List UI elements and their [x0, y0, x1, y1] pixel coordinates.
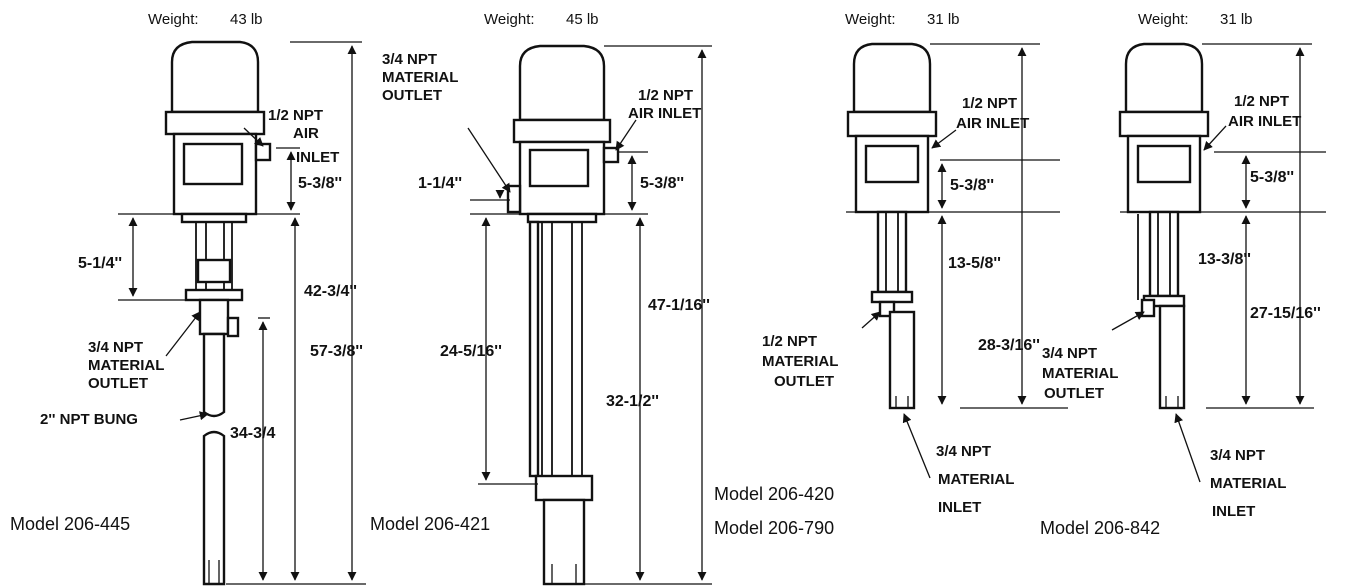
dim-13-3-8: 13-3/8'': [1198, 251, 1251, 268]
material-outlet-line2: MATERIAL: [1042, 365, 1118, 382]
dim-5-3-8: 5-3/8'': [298, 175, 342, 192]
nameplate: [182, 142, 244, 186]
dim-57-3-8: 57-3/8'': [310, 343, 363, 360]
air-inlet-line1: 1/2 NPT: [1234, 93, 1289, 110]
air-motor-cap: [518, 44, 606, 122]
nameplate: [864, 144, 920, 184]
motor-collar: [1118, 110, 1210, 138]
intake-tube-lower: [202, 430, 226, 586]
weight-value: 31 lb: [1220, 11, 1253, 28]
air-inlet-line1: 1/2 NPT: [268, 107, 323, 124]
coupler: [196, 258, 232, 284]
lower-housing: [534, 474, 594, 502]
air-motor-cap: [1124, 42, 1204, 114]
material-outlet-line3: OUTLET: [382, 87, 442, 104]
dim-28-3-16: 28-3/16'': [978, 337, 1040, 354]
air-inlet-line2: AIR INLET: [956, 115, 1029, 132]
dim-32-1-2: 32-1/2'': [606, 393, 659, 410]
model-label: Model 206-445: [10, 514, 130, 534]
air-motor-cap: [170, 40, 260, 114]
bung-label: 2'' NPT BUNG: [40, 411, 138, 428]
motor-housing: [854, 134, 930, 214]
weight-label: Weight:: [1138, 11, 1189, 28]
material-outlet-line1: 1/2 NPT: [762, 333, 817, 350]
motor-housing: [172, 132, 258, 216]
pump-column: [876, 210, 908, 294]
dim-5-3-8: 5-3/8'': [950, 177, 994, 194]
dim-24-5-16: 24-5/16'': [440, 343, 502, 360]
air-inlet-line2: AIR INLET: [1228, 113, 1301, 130]
material-outlet-line3: OUTLET: [1044, 385, 1104, 402]
model-label: Model 206-421: [370, 514, 490, 534]
pump-206-421: Weight: 45 lb 3/4 NPT MATERIAL: [370, 11, 712, 586]
dim-5-1-4: 5-1/4'': [78, 255, 122, 272]
dim-1-1-4: 1-1/4'': [418, 175, 462, 192]
air-inlet-fitting: [254, 142, 272, 162]
pump-206-445: Weight: 43 lb: [10, 11, 366, 586]
material-outlet-line3: OUTLET: [774, 373, 834, 390]
air-motor-cap: [852, 42, 932, 114]
material-inlet-line2: MATERIAL: [938, 471, 1014, 488]
motor-collar: [164, 110, 266, 136]
air-inlet-line1: 1/2 NPT: [962, 95, 1017, 112]
nameplate: [528, 148, 590, 188]
material-inlet-line2: MATERIAL: [1210, 475, 1286, 492]
material-inlet-line1: 3/4 NPT: [1210, 447, 1265, 464]
lower-plate: [184, 288, 244, 302]
dim-47-1-16: 47-1/16'': [648, 297, 710, 314]
model-label-2: Model 206-790: [714, 518, 834, 538]
motor-collar: [512, 118, 612, 144]
weight-label: Weight:: [845, 11, 896, 28]
air-inlet-line3: INLET: [296, 149, 339, 166]
weight-label: Weight:: [148, 11, 199, 28]
air-inlet-line2: AIR INLET: [628, 105, 701, 122]
intake-tube-upper: [202, 332, 226, 418]
outlet-pipe: [528, 220, 540, 478]
material-outlet-line1: 3/4 NPT: [1042, 345, 1097, 362]
material-outlet-line1: 3/4 NPT: [382, 51, 437, 68]
intake-tube: [1158, 304, 1186, 410]
material-outlet-fitting: [506, 184, 522, 214]
weight-value: 43 lb: [230, 11, 263, 28]
nameplate: [1136, 144, 1192, 184]
air-inlet-line2: AIR: [293, 125, 319, 142]
bung-adapter: [198, 298, 230, 336]
material-inlet-line3: INLET: [938, 499, 981, 516]
dim-27-15-16: 27-15/16'': [1250, 305, 1321, 322]
air-inlet-line1: 1/2 NPT: [638, 87, 693, 104]
model-label: Model 206-842: [1040, 518, 1160, 538]
weight-value: 31 lb: [927, 11, 960, 28]
dim-13-5-8: 13-5/8'': [948, 255, 1001, 272]
motor-housing: [518, 140, 606, 216]
material-outlet-line3: OUTLET: [88, 375, 148, 392]
material-inlet-line3: INLET: [1212, 503, 1255, 520]
pump-206-420-206-790: Weight: 31 lb 1/2 NPT AIR INLET 5-3/8'' …: [714, 11, 1068, 538]
dim-42-3-4: 42-3/4'': [304, 283, 357, 300]
dim-5-3-8: 5-3/8'': [640, 175, 684, 192]
weight-label: Weight:: [484, 11, 535, 28]
dim-5-3-8: 5-3/8'': [1250, 169, 1294, 186]
dim-34-3-4: 34-3/4: [230, 425, 275, 442]
material-outlet-line2: MATERIAL: [382, 69, 458, 86]
mount-plate: [180, 212, 248, 224]
material-outlet-line2: MATERIAL: [88, 357, 164, 374]
material-outlet-line2: MATERIAL: [762, 353, 838, 370]
lower-collar: [870, 290, 914, 304]
material-outlet-fitting: [1140, 298, 1156, 318]
motor-collar: [846, 110, 938, 138]
material-outlet-fitting: [226, 316, 240, 338]
material-inlet-line1: 3/4 NPT: [936, 443, 991, 460]
weight-value: 45 lb: [566, 11, 599, 28]
pump-column: [1148, 210, 1180, 298]
air-inlet-fitting: [602, 146, 620, 164]
material-outlet-line1: 3/4 NPT: [88, 339, 143, 356]
intake-tube: [542, 498, 586, 586]
pump-206-842: Weight: 31 lb 1/2 NPT AIR INLET 5-3/8'' …: [1040, 11, 1326, 538]
model-label-1: Model 206-420: [714, 484, 834, 504]
intake-tube: [888, 310, 916, 410]
